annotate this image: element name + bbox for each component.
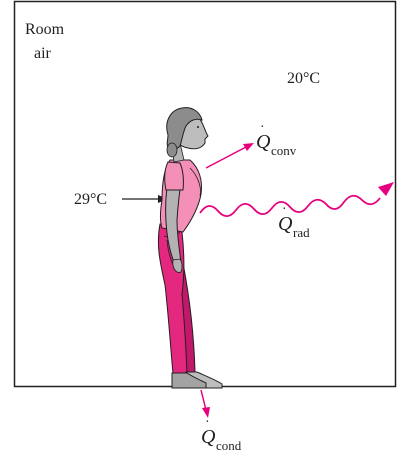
body-temperature-arrow bbox=[122, 195, 168, 203]
q-cond-label: · Q cond bbox=[201, 415, 242, 452]
sleeve bbox=[165, 162, 184, 190]
radiation-wave-arrow bbox=[200, 182, 394, 216]
person-figure bbox=[158, 108, 222, 388]
q-rad-symbol: Q bbox=[278, 213, 293, 235]
body-temperature-label: 29°C bbox=[74, 191, 107, 208]
q-conv-subscript: conv bbox=[271, 143, 297, 158]
room-wall bbox=[15, 2, 396, 387]
room-air-label-line2: air bbox=[34, 45, 52, 62]
room-air-label-line1: Room bbox=[25, 21, 65, 38]
q-conv-symbol: Q bbox=[256, 131, 271, 153]
q-rad-subscript: rad bbox=[293, 225, 310, 240]
q-cond-symbol: Q bbox=[201, 426, 216, 448]
q-rad-label: · Q rad bbox=[278, 202, 310, 240]
room-temperature-label: 20°C bbox=[287, 70, 320, 87]
q-cond-subscript: cond bbox=[216, 438, 242, 452]
convection-arrow bbox=[206, 143, 254, 168]
q-conv-label: · Q conv bbox=[256, 120, 297, 158]
conduction-arrow bbox=[201, 390, 210, 418]
